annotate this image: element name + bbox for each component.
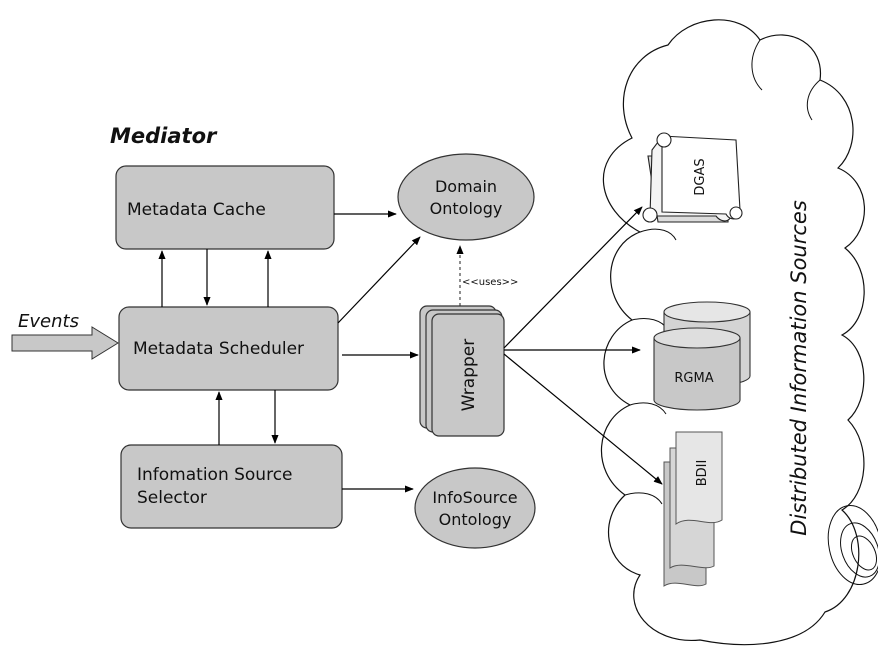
dgas-source[interactable]: DGAS: [642, 132, 743, 223]
source-selector-label-line1: Infomation Source: [137, 465, 293, 485]
rgma-source[interactable]: RGMA: [653, 301, 751, 411]
rgma-label: RGMA: [674, 371, 713, 386]
events-arrow: [11, 326, 119, 360]
document-stack-icon: [663, 431, 723, 587]
mediator-title: Mediator: [110, 124, 218, 148]
domain-ontology-label-line2: Ontology: [430, 199, 503, 218]
dgas-label: DGAS: [693, 158, 708, 195]
wrapper-stack[interactable]: Wrapper: [419, 305, 505, 437]
bdii-label: BDII: [695, 460, 710, 487]
connector-arrows: [158, 206, 663, 493]
scroll-icon: [642, 132, 743, 223]
source-selector-label-line2: Selector: [137, 488, 207, 508]
bdii-source[interactable]: BDII: [663, 431, 723, 587]
domain-ontology-label-line1: Domain: [435, 177, 497, 196]
database-icon: [653, 301, 751, 411]
metadata-cache-label: Metadata Cache: [127, 200, 266, 220]
cloud-swirl-icon: [827, 505, 878, 585]
cloud-label: Distributed Information Sources: [787, 200, 811, 536]
events-label: Events: [18, 311, 79, 332]
infosource-ontology-label-line2: Ontology: [439, 510, 512, 529]
source-selector-box[interactable]: Infomation Source Selector: [120, 444, 343, 529]
wrapper-label: Wrapper: [459, 339, 479, 411]
metadata-scheduler-box[interactable]: Metadata Scheduler: [118, 306, 339, 391]
metadata-cache-box[interactable]: Metadata Cache: [115, 165, 335, 250]
uses-label: <<uses>>: [462, 277, 518, 288]
infosource-ontology-label-line1: InfoSource: [432, 488, 517, 507]
infosource-ontology-node[interactable]: InfoSource Ontology: [414, 467, 536, 549]
metadata-scheduler-label: Metadata Scheduler: [133, 339, 304, 359]
domain-ontology-node[interactable]: Domain Ontology: [397, 153, 535, 241]
